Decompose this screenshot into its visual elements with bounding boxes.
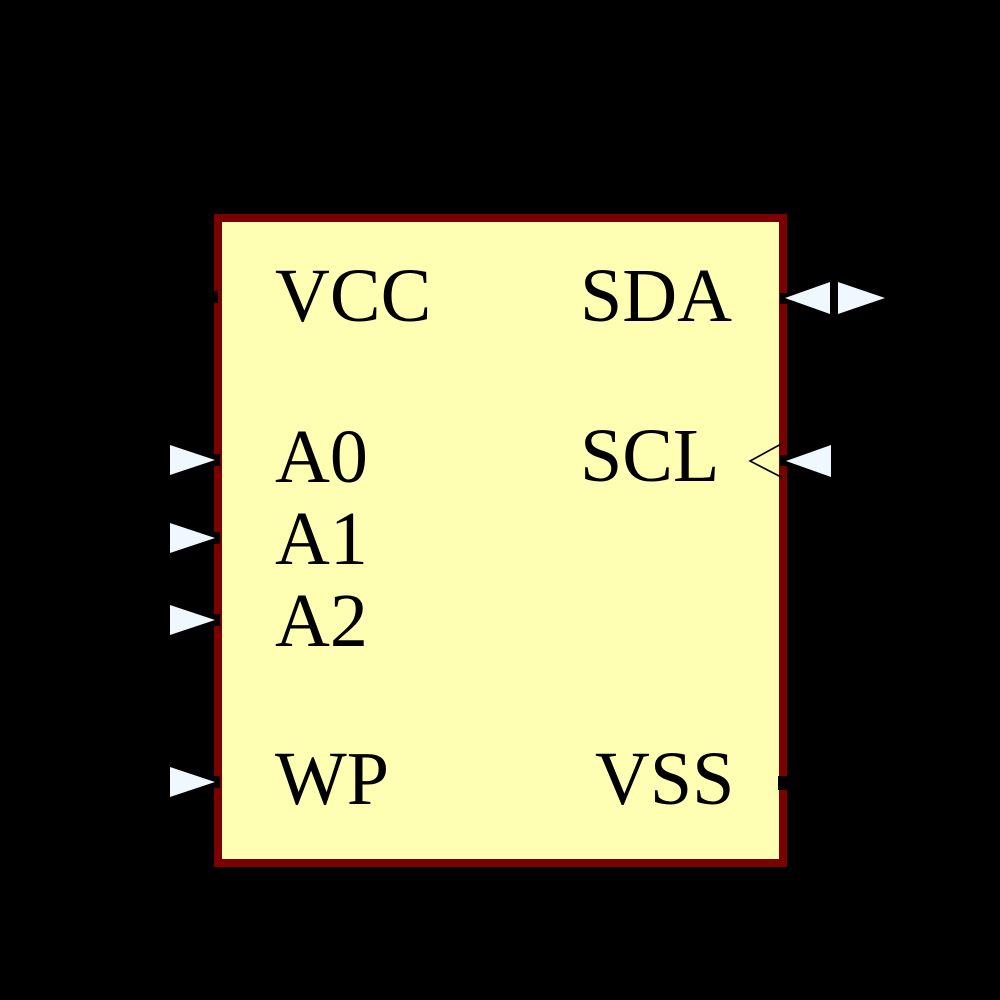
pin-stub-vss [778,776,792,790]
pin-label-a2: A2 [275,579,368,663]
pin-stub-sda [780,293,789,304]
input-arrow-icon [170,605,215,635]
pin-vcc[interactable] [206,291,218,303]
pin-label-sda: SDA [580,254,733,338]
input-arrow-icon [170,523,215,553]
pin-sda[interactable] [780,282,885,314]
pin-label-a0: A0 [275,415,368,499]
bidirectional-arrow-left-icon [785,282,830,314]
pin-label-vcc: VCC [275,254,432,338]
input-arrow-icon [786,445,831,477]
input-arrow-icon [170,445,215,475]
pin-a2[interactable] [170,605,220,635]
pin-label-scl: SCL [580,414,720,498]
pin-a1[interactable] [170,523,220,553]
pin-stub-scl [780,455,789,466]
pin-scl[interactable] [748,442,831,479]
clock-mark-icon [748,442,784,479]
pin-label-vss: VSS [595,737,735,821]
pin-vss[interactable] [778,776,792,790]
pin-wp[interactable] [170,767,220,797]
pin-label-a1: A1 [275,497,368,581]
pin-stub-vcc [206,291,218,303]
pin-label-wp: WP [275,737,389,821]
pin-a0[interactable] [170,445,220,475]
component-body[interactable] [214,214,787,867]
bidirectional-arrow-right-icon [838,282,885,314]
input-arrow-icon [170,767,215,797]
